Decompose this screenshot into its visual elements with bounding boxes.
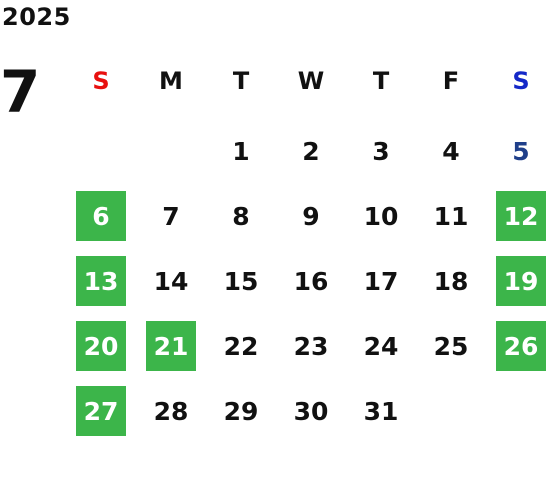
year-label: 2025 [2,3,71,31]
week-row-3: 13 14 15 16 17 18 19 [66,256,548,321]
day-cell: 17 [363,266,399,296]
weekday-header-row: S M T W T F S [66,56,548,106]
day-cell-highlighted: 6 [76,191,126,241]
day-cell: 16 [293,266,329,296]
weekday-tuesday: T [232,67,250,95]
weekday-wednesday: W [297,67,325,95]
weekday-sunday: S [92,67,110,95]
day-cell-highlighted: 20 [76,321,126,371]
day-cell: 9 [302,201,320,231]
weekday-monday: M [159,67,183,95]
day-cell-highlighted: 12 [496,191,546,241]
day-cell: 11 [433,201,469,231]
day-cell-highlighted: 27 [76,386,126,436]
day-cell: 7 [162,201,180,231]
day-cell-highlighted: 21 [146,321,196,371]
day-cell: 3 [372,136,390,166]
calendar-grid: S M T W T F S 1 2 3 4 5 6 7 8 9 10 11 12… [66,56,548,451]
day-cell: 14 [153,266,189,296]
day-cell: 28 [153,396,189,426]
week-row-4: 20 21 22 23 24 25 26 [66,321,548,386]
day-cell-highlighted: 13 [76,256,126,306]
day-cell: 18 [433,266,469,296]
day-cell: 1 [232,136,250,166]
day-cell: 24 [363,331,399,361]
day-cell: 10 [363,201,399,231]
weekday-thursday: T [372,67,390,95]
month-label: 7 [0,58,41,126]
day-cell-highlighted: 26 [496,321,546,371]
day-cell-highlighted: 19 [496,256,546,306]
day-cell: 2 [302,136,320,166]
day-cell: 22 [223,331,259,361]
week-row-2: 6 7 8 9 10 11 12 [66,191,548,256]
day-cell: 8 [232,201,250,231]
weekday-friday: F [442,67,460,95]
day-cell: 15 [223,266,259,296]
day-cell: 31 [363,396,399,426]
day-cell-saturday: 5 [512,136,530,166]
week-row-1: 1 2 3 4 5 [66,126,548,191]
day-cell: 29 [223,396,259,426]
week-row-5: 27 28 29 30 31 [66,386,548,451]
day-cell: 23 [293,331,329,361]
day-cell: 4 [442,136,460,166]
day-cell: 25 [433,331,469,361]
weekday-saturday: S [512,67,530,95]
day-cell: 30 [293,396,329,426]
